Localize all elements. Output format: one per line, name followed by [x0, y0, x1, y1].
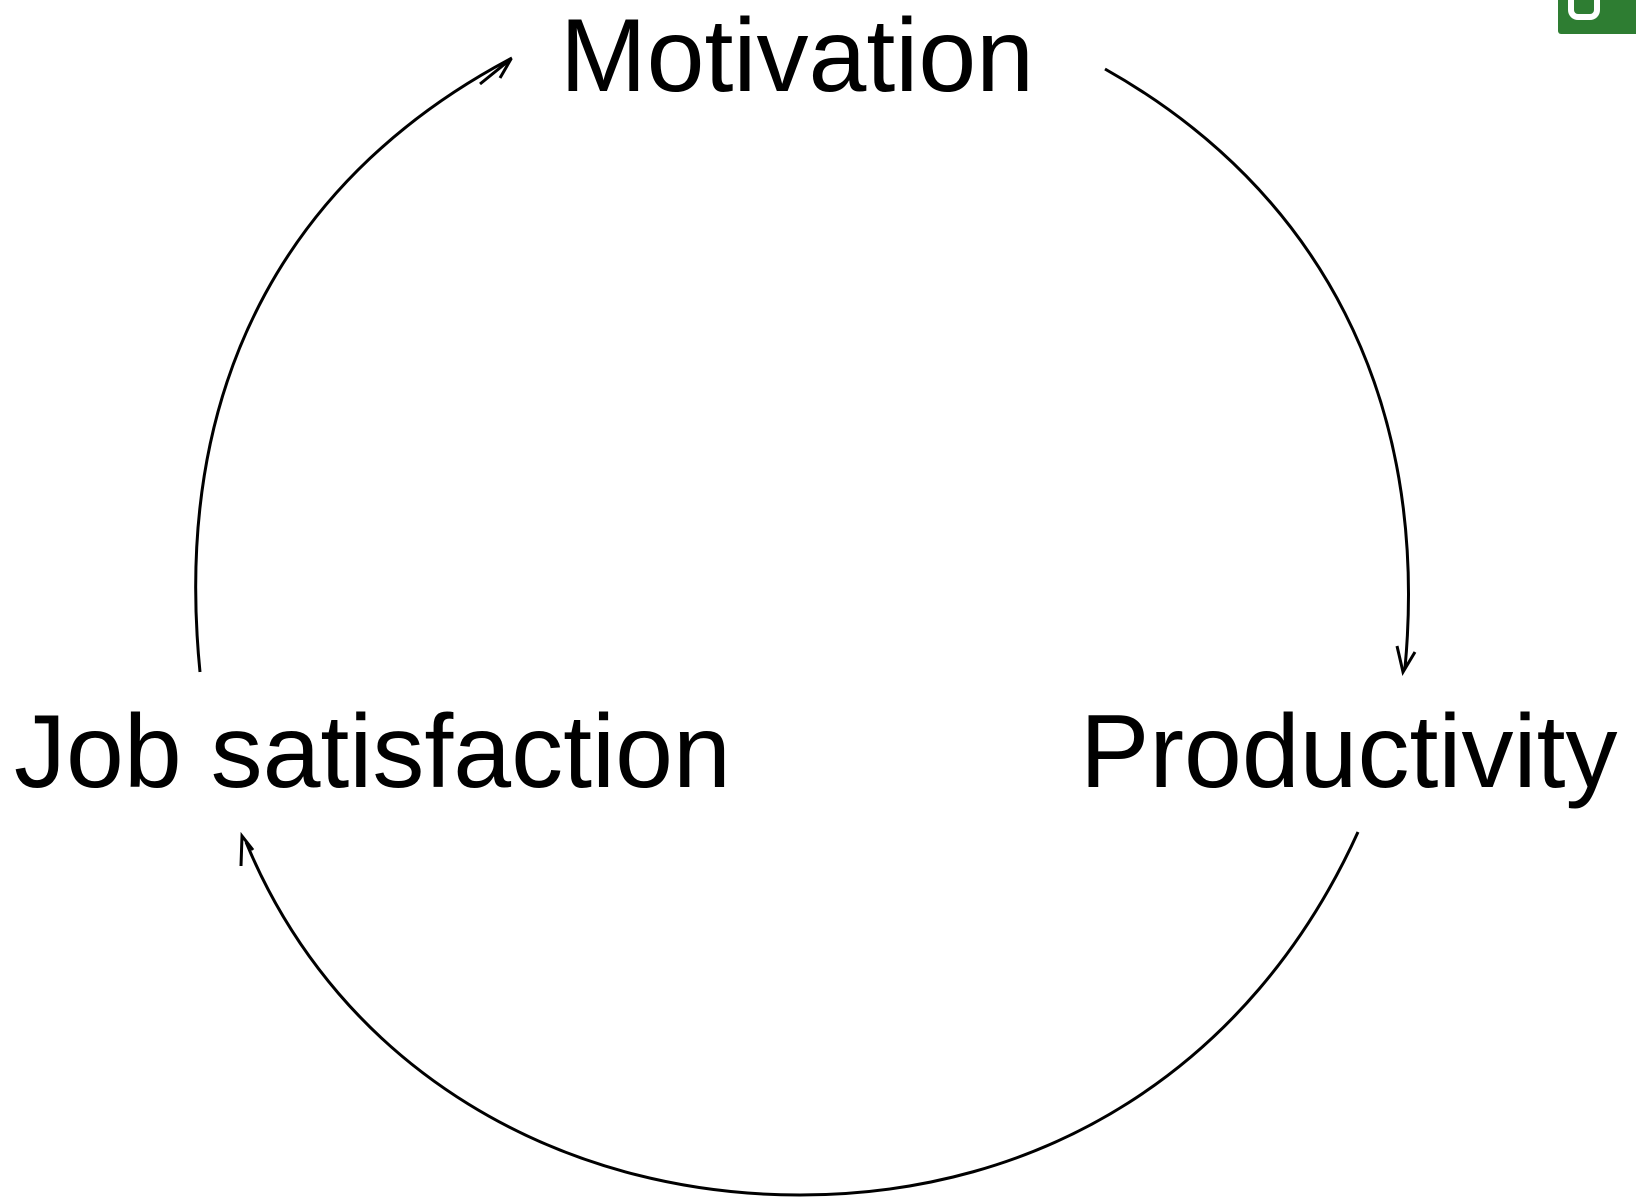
node-productivity-label: Productivity [1080, 694, 1618, 810]
node-motivation-label: Motivation [560, 0, 1034, 114]
edge-job-satisfaction-to-motivation [194, 56, 513, 673]
edge-motivation-to-productivity [1104, 67, 1410, 669]
node-job-satisfaction-label: Job satisfaction [14, 694, 731, 810]
edge-productivity-to-job-satisfaction [244, 831, 1360, 1197]
logo-icon [1558, 0, 1636, 34]
arrowhead-productivity-icon [1395, 645, 1417, 676]
arrowhead-job-satisfaction-icon [239, 831, 255, 867]
arrowhead-motivation-icon [479, 57, 513, 86]
logo-mark-icon [1568, 0, 1600, 20]
